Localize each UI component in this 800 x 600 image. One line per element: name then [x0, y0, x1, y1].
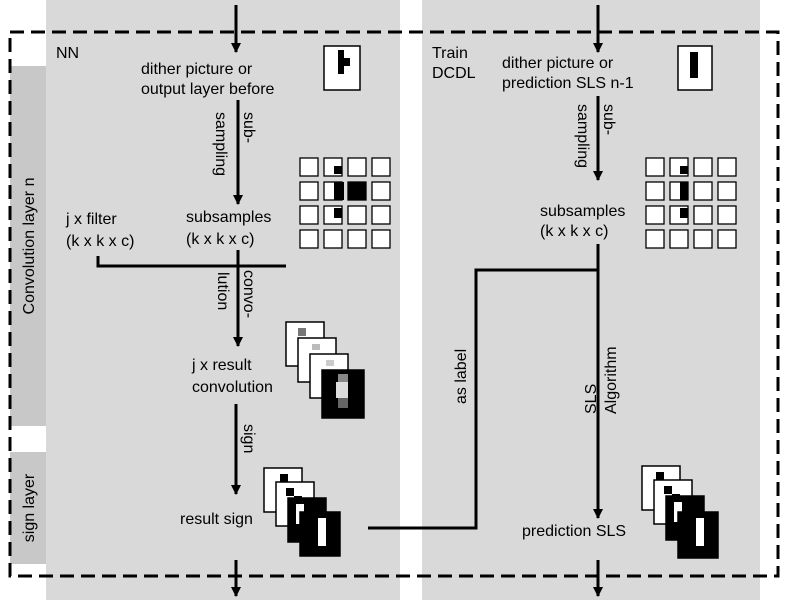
dcdl-subsample-dots [680, 166, 688, 218]
nn-input-label-2: output layer before [141, 81, 275, 98]
sign-label: sign [240, 424, 257, 453]
filter-connector [96, 256, 286, 268]
nn-convolution-label-1: convo- [240, 270, 257, 318]
sign-result-stack [263, 467, 341, 557]
nn-subsampling-label-1: sub- [240, 112, 257, 143]
sign-layer-label: sign layer [21, 473, 38, 542]
layer-boundary [8, 30, 780, 578]
nn-panel [46, 0, 400, 600]
dcdl-input-label-2: prediction SLS n-1 [502, 75, 634, 92]
prediction-stack [641, 465, 719, 559]
sign-layer-band [10, 452, 46, 564]
conv-layer-band [10, 66, 46, 426]
dcdl-subsamples-label-1: subsamples [540, 203, 625, 220]
filter-label-2: (k x k x c) [66, 233, 134, 250]
nn-input-label-1: dither picture or [141, 61, 253, 78]
dcdl-input-label-1: dither picture or [502, 55, 614, 72]
result-sign-label: result sign [180, 511, 253, 528]
dcdl-subsample-grid [645, 157, 737, 249]
convolution-stack [285, 321, 365, 419]
dcdl-title-2: DCDL [432, 65, 476, 82]
nn-subsamples-label-2: (k x k x c) [186, 231, 254, 248]
nn-title: NN [56, 45, 79, 62]
nn-subsamples-label-1: subsamples [186, 209, 271, 226]
dcdl-subsampling-label-1: sub- [600, 104, 617, 135]
dcdl-subsampling-label-2: sampling [574, 104, 591, 168]
nn-subsampling-label-2: sampling [212, 112, 229, 176]
result-conv-label-1: j x result [191, 357, 252, 374]
dcdl-subsamples-label-2: (k x k x c) [540, 223, 608, 240]
dcdl-title-1: Train [432, 45, 468, 62]
sls-label-2: Algorithm [603, 346, 620, 414]
conv-layer-label: Convolution layer n [21, 178, 38, 315]
nn-dither-thumbnail [323, 45, 361, 91]
sls-label-1: SLS [583, 384, 600, 414]
dcdl-dither-thumbnail [677, 45, 713, 91]
label-connector [368, 268, 598, 530]
as-label-text: as label [453, 349, 470, 404]
nn-subsample-dots [334, 166, 366, 218]
prediction-label: prediction SLS [522, 523, 626, 540]
result-conv-label-2: convolution [192, 379, 273, 396]
filter-label-1: j x filter [65, 211, 117, 228]
nn-convolution-label-2: lution [214, 272, 231, 310]
